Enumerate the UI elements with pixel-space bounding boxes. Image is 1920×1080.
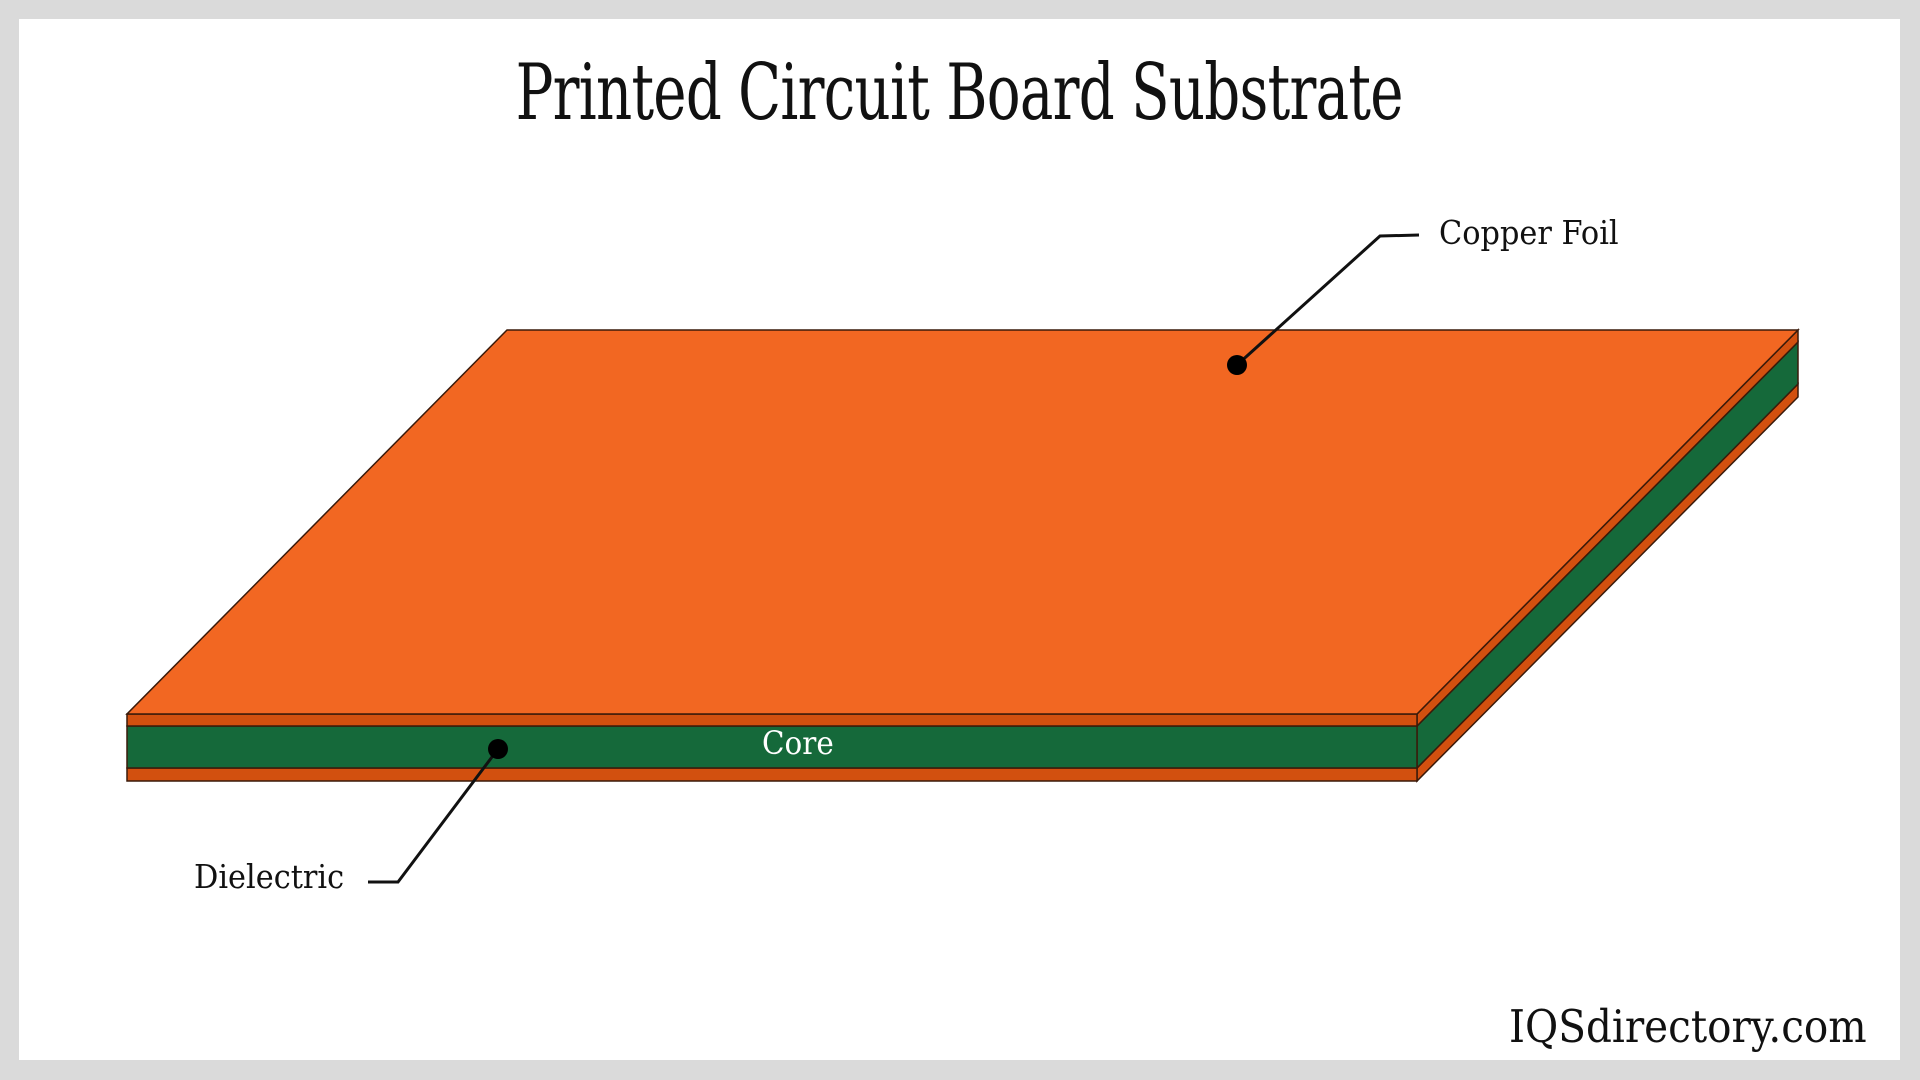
copper-foil-leader-line bbox=[1235, 233, 1420, 367]
diagram-title: Printed Circuit Board Substrate bbox=[515, 48, 1404, 138]
copper-foil-label: Copper Foil bbox=[1439, 213, 1619, 252]
copper-foil-marker-dot bbox=[1227, 355, 1247, 375]
dielectric-leader-line bbox=[368, 748, 500, 884]
pcb-front-face bbox=[126, 713, 1418, 782]
dielectric-callout bbox=[368, 739, 508, 884]
front-bottom-copper-layer bbox=[126, 767, 1418, 782]
core-label: Core bbox=[762, 724, 834, 762]
watermark: IQSdirectory.com bbox=[1509, 1000, 1867, 1053]
front-core-layer bbox=[126, 725, 1418, 769]
dielectric-label: Dielectric bbox=[194, 857, 345, 896]
copper-foil-top-surface bbox=[125, 329, 1800, 715]
dielectric-marker-dot bbox=[488, 739, 508, 759]
copper-foil-callout bbox=[1227, 233, 1420, 375]
